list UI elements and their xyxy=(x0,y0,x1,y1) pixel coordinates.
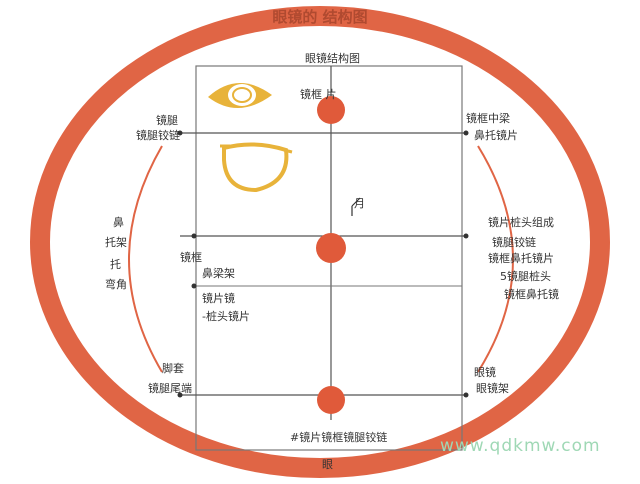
left-label-6: 弯角 xyxy=(105,278,127,291)
eye-lens-icon xyxy=(208,82,272,109)
center-footer-label: 眼 xyxy=(322,458,333,471)
left-inner-arc xyxy=(128,145,163,373)
right-label-8: 眼镜 xyxy=(474,366,496,379)
node-bottom xyxy=(317,386,345,414)
right-label-2: 鼻托镜片 xyxy=(474,129,518,142)
header-label: 眼镜结构图 xyxy=(305,52,360,65)
pointer-mark-icon xyxy=(351,197,361,216)
outer-ring xyxy=(30,6,610,478)
right-label-5: 镜框鼻托镜片 xyxy=(488,252,554,265)
endpoint-dot xyxy=(463,392,469,398)
center-label-2: 鼻梁架 xyxy=(202,267,235,280)
left-label-1: 镜腿 xyxy=(156,114,178,127)
glasses-frame-icon xyxy=(220,142,293,193)
left-label-8: 镜腿尾端 xyxy=(148,382,192,395)
endpoint-dot xyxy=(463,233,469,239)
center-label-1: 镜框 xyxy=(180,251,202,264)
left-label-2: 镜腿铰链 xyxy=(136,129,180,142)
right-label-1: 镜框中梁 xyxy=(466,112,510,125)
center-label-3: 镜片镜 xyxy=(202,292,235,305)
endpoint-dot xyxy=(191,233,197,239)
right-inner-arc xyxy=(477,145,514,373)
endpoint-dot xyxy=(177,130,183,136)
left-label-3: 鼻 xyxy=(113,216,124,229)
center-note-mark: 月 xyxy=(354,197,365,210)
right-label-9: 眼镜架 xyxy=(476,382,509,395)
watermark: www.qdkmw.com xyxy=(440,436,601,456)
left-label-7: 脚套 xyxy=(162,362,184,375)
endpoint-dot xyxy=(191,283,197,289)
right-label-3: 镜片桩头组成 xyxy=(488,216,554,229)
right-label-7: 镜框鼻托镜 xyxy=(504,288,559,301)
endpoint-dot xyxy=(177,392,183,398)
top-node-label: 镜框 片 xyxy=(300,88,337,101)
right-label-4: 镜腿铰链 xyxy=(492,236,536,249)
center-label-4: -桩头镜片 xyxy=(202,310,250,323)
center-bottom-label: #镜片镜框镜腿铰链 xyxy=(290,431,388,444)
endpoint-dot xyxy=(463,130,469,136)
left-label-4: 托架 xyxy=(105,236,127,249)
node-middle xyxy=(316,233,346,263)
right-label-6: 5镜腿桩头 xyxy=(500,270,551,283)
main-frame xyxy=(195,65,463,451)
diagram-title: 眼镜的 结构图 xyxy=(272,8,368,26)
node-top xyxy=(317,96,345,124)
left-label-5: 托 xyxy=(110,258,121,271)
